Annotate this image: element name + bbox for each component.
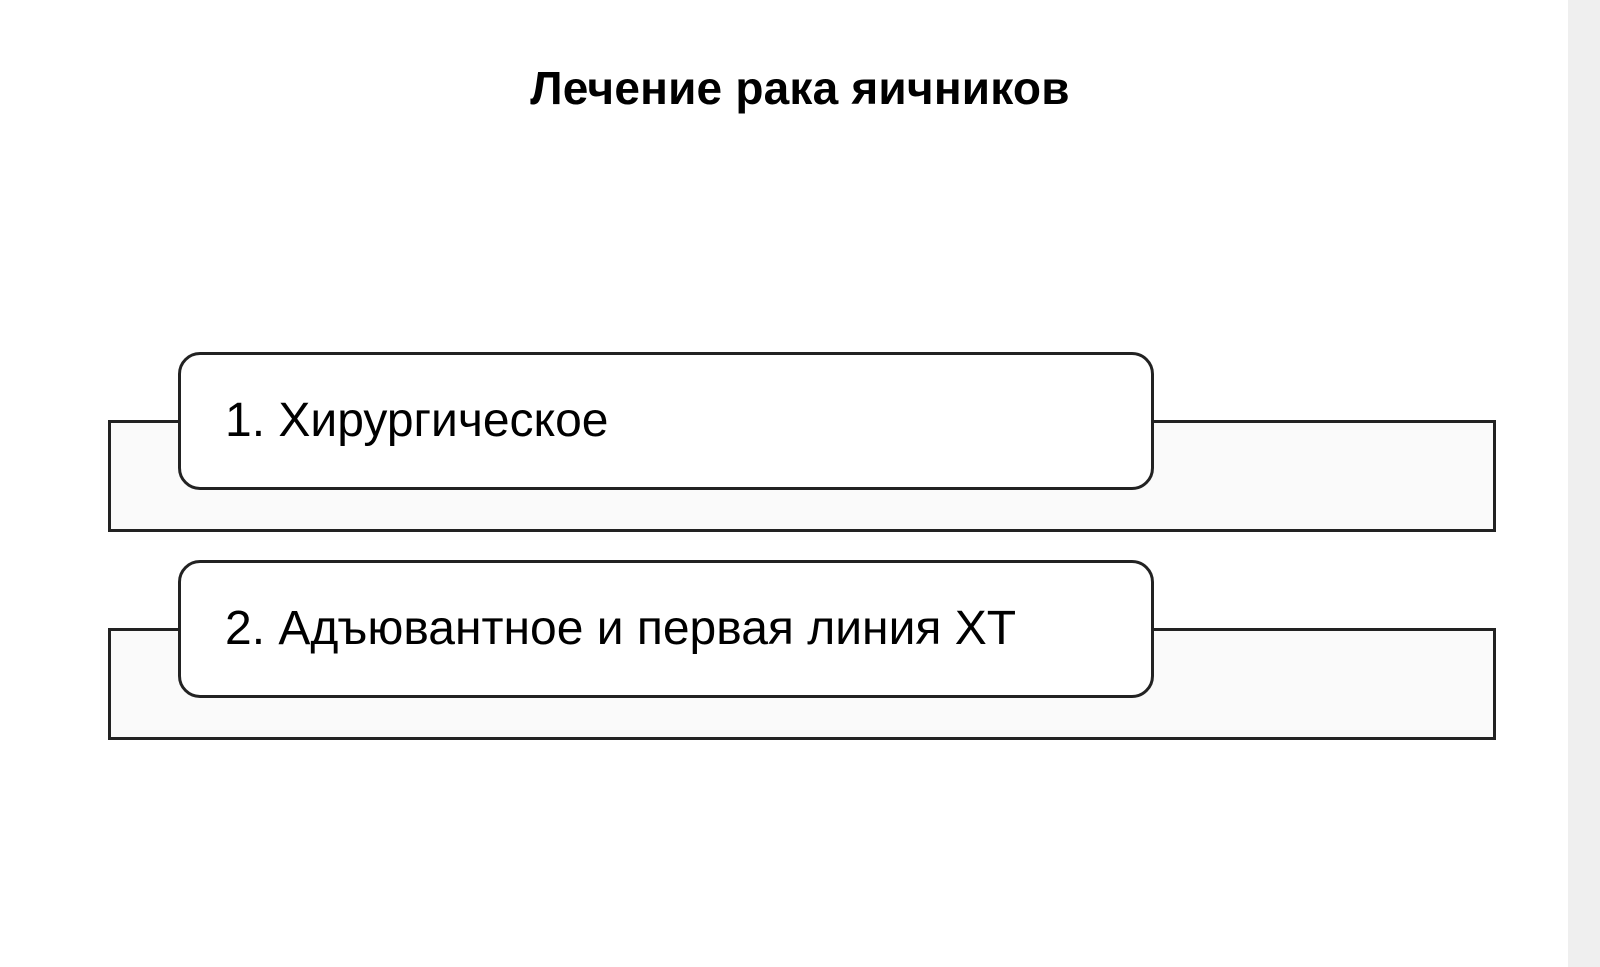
item-label: 2. Адъювантное и первая линия ХТ [225, 602, 1017, 655]
page-edge-strip [1568, 0, 1600, 967]
item-label-box: 2. Адъювантное и первая линия ХТ [178, 560, 1154, 698]
list-item: 2. Адъювантное и первая линия ХТ [0, 560, 1600, 750]
item-label: 1. Хирургическое [225, 394, 609, 447]
diagram-title: Лечение рака яичников [530, 61, 1070, 114]
list-item: 1. Хирургическое [0, 352, 1600, 542]
item-label-box: 1. Хирургическое [178, 352, 1154, 490]
